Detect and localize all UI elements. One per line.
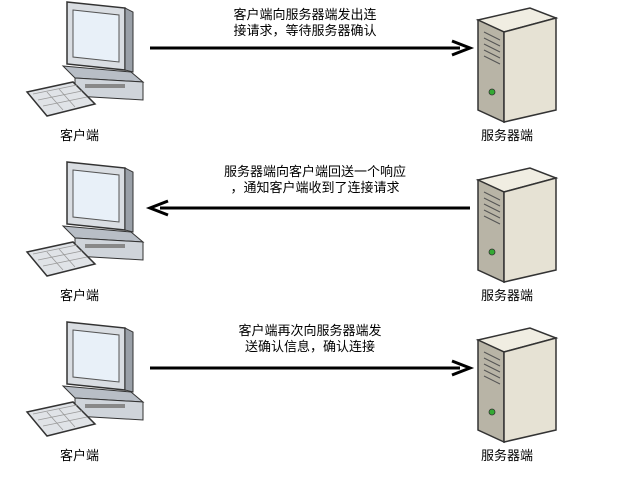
handshake-step-1: 客户端 客户端向服务器端发出连 接请求，等待服务器确认 服务器端 [0,0,622,160]
client-label: 客户端 [60,289,100,304]
client-label: 客户端 [60,129,100,144]
handshake-step-3: 客户端 客户端再次向服务器端发 送确认信息，确认连接 服务器端 [0,320,622,480]
message-line-2: ，通知客户端收到了连接请求 [230,181,400,196]
handshake-step-2: 客户端 服务器端向客户端回送一个响应 ，通知客户端收到了连接请求 服务器端 [0,160,622,320]
arrow-to-client [145,199,470,217]
message-line-1: 客户端再次向服务器端发 [238,324,382,339]
server-label: 服务器端 [481,129,534,144]
message-line-2: 接请求，等待服务器确认 [233,24,377,39]
desktop-computer-icon [25,161,145,277]
server-label: 服务器端 [481,449,534,464]
message-line-2: 送确认信息，确认连接 [244,340,375,355]
arrow-to-server [150,39,475,57]
message-line-1: 服务器端向客户端回送一个响应 [223,165,406,180]
desktop-computer-icon [25,1,145,117]
server-tower-icon [475,7,559,124]
server-tower-icon [475,327,559,444]
client-label: 客户端 [60,449,100,464]
handshake-message: 服务器端向客户端回送一个响应 ，通知客户端收到了连接请求 [190,165,440,197]
handshake-message: 客户端向服务器端发出连 接请求，等待服务器确认 [200,8,410,40]
message-line-1: 客户端向服务器端发出连 [233,8,377,23]
server-tower-icon [475,167,559,284]
desktop-computer-icon [25,321,145,437]
arrow-to-server [150,359,475,377]
server-label: 服务器端 [481,289,534,304]
handshake-message: 客户端再次向服务器端发 送确认信息，确认连接 [210,324,410,356]
